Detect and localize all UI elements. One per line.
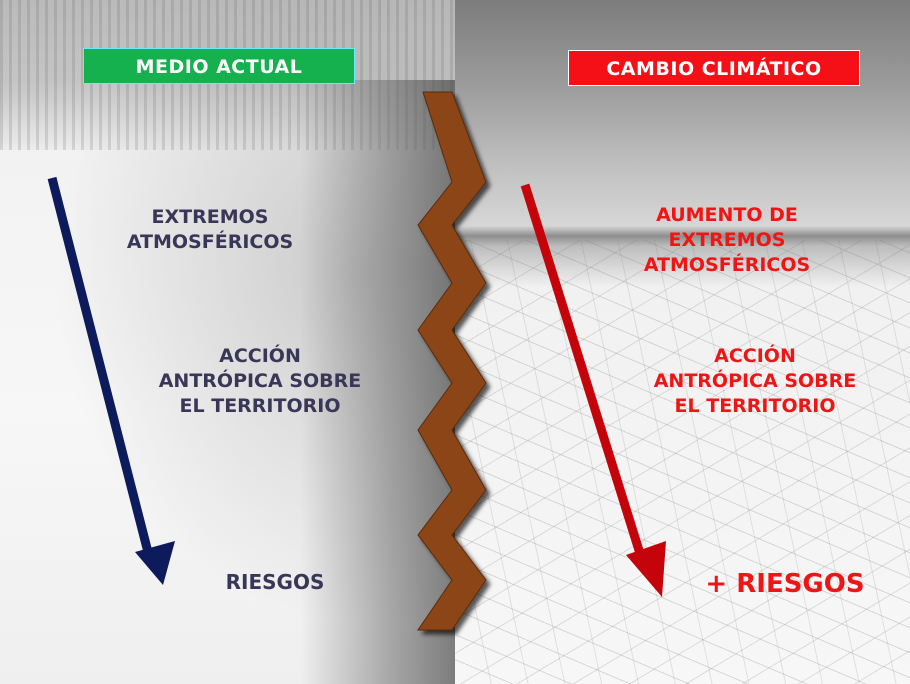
right-arrow-icon [520, 183, 666, 597]
right-arrow-head [626, 541, 666, 597]
left-extremos-text: EXTREMOS ATMOSFÉRICOS [95, 205, 325, 255]
cambio-climatico-header: CAMBIO CLIMÁTICO [568, 50, 860, 86]
left-accion-line-2: ANTRÓPICA SOBRE [158, 370, 362, 392]
right-extremos-text: AUMENTO DE EXTREMOS ATMOSFÉRICOS [612, 203, 842, 278]
right-extremos-line-3: ATMOSFÉRICOS [643, 254, 811, 276]
coastline [300, 80, 460, 684]
right-accion-line-3: EL TERRITORIO [674, 395, 836, 417]
right-riesgos-text: + RIESGOS [705, 569, 865, 599]
medio-actual-header: MEDIO ACTUAL [83, 48, 355, 84]
right-accion-line-2: ANTRÓPICA SOBRE [653, 370, 857, 392]
left-accion-line-3: EL TERRITORIO [179, 395, 341, 417]
left-accion-line-1: ACCIÓN [219, 345, 301, 367]
zigzag-shape [417, 91, 487, 631]
right-accion-line-1: ACCIÓN [714, 345, 796, 367]
left-accion-text: ACCIÓN ANTRÓPICA SOBRE EL TERRITORIO [140, 344, 380, 419]
left-arrow-shaft [47, 176, 155, 562]
right-accion-text: ACCIÓN ANTRÓPICA SOBRE EL TERRITORIO [630, 344, 880, 419]
cracked-earth [455, 240, 910, 684]
left-extremos-line-2: ATMOSFÉRICOS [126, 231, 294, 253]
left-riesgos-text: RIESGOS [225, 570, 325, 594]
left-extremos-line-1: EXTREMOS [151, 206, 269, 228]
right-arrow-shaft [520, 183, 647, 562]
right-extremos-line-1: AUMENTO DE [656, 204, 798, 226]
right-extremos-line-2: EXTREMOS [668, 229, 786, 251]
left-arrow-head [135, 541, 175, 585]
left-arrow-icon [47, 176, 175, 585]
zigzag-divider-icon [417, 91, 487, 631]
dry-land-photo [455, 0, 910, 684]
